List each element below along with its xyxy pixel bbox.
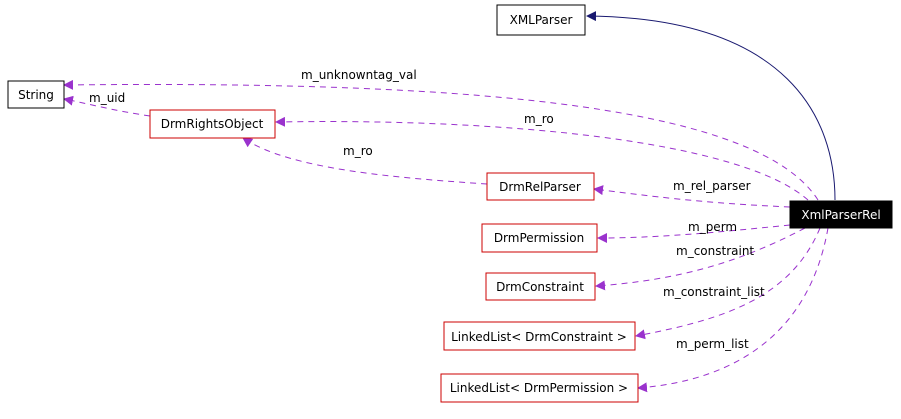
node-xmlparserrel-label: XmlParserRel xyxy=(801,208,880,222)
label-unknowntag: m_unknowntag_val xyxy=(301,68,417,82)
label-rel-parser: m_rel_parser xyxy=(673,179,751,193)
node-linkedlist-permission[interactable]: LinkedList< DrmPermission > xyxy=(440,373,639,403)
label-constraint-list: m_constraint_list xyxy=(663,285,765,299)
label-ro-rel: m_ro xyxy=(343,144,373,158)
node-drmrelparser[interactable]: DrmRelParser xyxy=(486,172,595,201)
label-uid: m_uid xyxy=(89,91,125,105)
edge-perm xyxy=(597,224,791,243)
edge-constraint-list xyxy=(635,227,821,340)
node-drmpermission-label: DrmPermission xyxy=(494,231,584,245)
label-constraint: m_constraint xyxy=(676,244,754,258)
node-drmrightsobject-label: DrmRightsObject xyxy=(161,117,264,131)
edge-ro-top xyxy=(275,116,809,201)
node-xmlparserrel[interactable]: XmlParserRel xyxy=(789,200,893,229)
label-perm: m_perm xyxy=(688,220,737,234)
label-perm-list: m_perm_list xyxy=(676,337,749,351)
edge-rel-parser xyxy=(593,185,791,208)
edge-inherit-xmlparser xyxy=(586,11,836,201)
node-drmrightsobject[interactable]: DrmRightsObject xyxy=(149,109,276,139)
node-drmpermission[interactable]: DrmPermission xyxy=(481,223,598,253)
node-string-label: String xyxy=(18,88,54,102)
node-xmlparser[interactable]: XMLParser xyxy=(496,4,586,36)
node-linkedlist-permission-label: LinkedList< DrmPermission > xyxy=(450,381,628,395)
node-linkedlist-constraint[interactable]: LinkedList< DrmConstraint > xyxy=(443,321,636,351)
node-drmconstraint[interactable]: DrmConstraint xyxy=(485,272,596,301)
label-ro-top: m_ro xyxy=(524,112,554,126)
edge-ro-rel xyxy=(242,137,488,185)
edge-perm-list xyxy=(637,227,829,393)
edge-uid xyxy=(63,95,151,117)
node-drmconstraint-label: DrmConstraint xyxy=(496,280,584,294)
node-linkedlist-constraint-label: LinkedList< DrmConstraint > xyxy=(451,330,627,344)
node-drmrelparser-label: DrmRelParser xyxy=(499,180,581,194)
node-xmlparser-label: XMLParser xyxy=(510,13,573,27)
edge-constraint xyxy=(595,227,806,291)
node-string[interactable]: String xyxy=(7,80,65,109)
